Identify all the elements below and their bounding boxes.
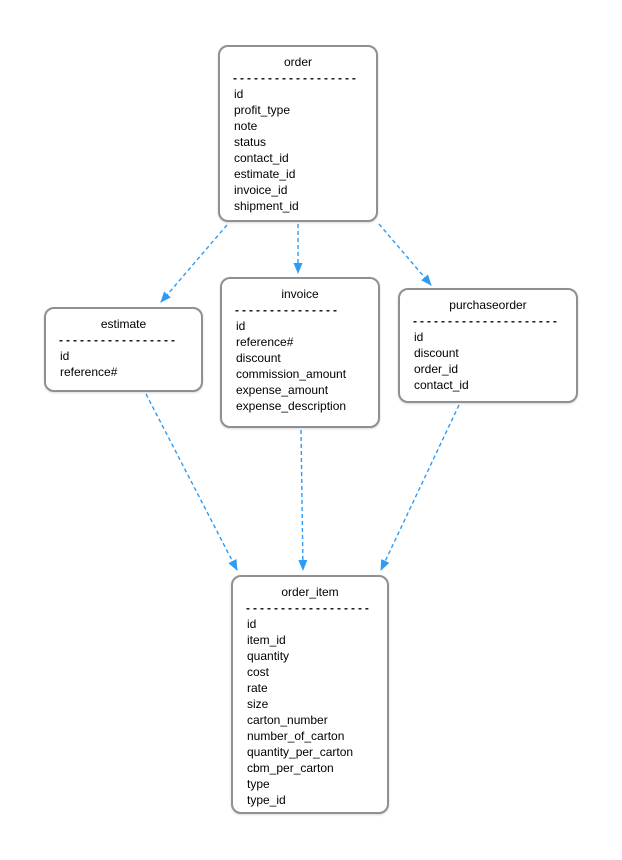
field-separator: --------------- <box>235 303 340 317</box>
table-field: discount <box>414 346 459 360</box>
table-field: rate <box>247 681 268 695</box>
table-field: quantity <box>247 649 290 663</box>
table-field: id <box>236 319 246 333</box>
table-title: purchaseorder <box>449 298 527 312</box>
table-field: status <box>234 135 267 149</box>
field-separator: ------------------ <box>233 71 359 85</box>
table-field: commission_amount <box>236 367 347 381</box>
table-order-item[interactable]: order_item ------------------ id item_id… <box>231 575 389 814</box>
table-field: expense_amount <box>236 383 329 397</box>
table-field: id <box>414 330 424 344</box>
edge-estimate-order_item <box>145 393 238 571</box>
table-field: id <box>247 617 257 631</box>
field-separator: ------------------ <box>246 601 372 615</box>
field-separator: ----------------- <box>59 333 178 347</box>
table-field: number_of_carton <box>247 729 345 743</box>
table-order[interactable]: order ------------------ id profit_type … <box>218 45 378 222</box>
table-field: contact_id <box>234 151 289 165</box>
edge-purchaseorder-order_item <box>380 404 460 571</box>
table-purchaseorder[interactable]: purchaseorder --------------------- id d… <box>398 288 578 403</box>
table-field: id <box>60 349 70 363</box>
field-separator: --------------------- <box>413 314 560 328</box>
edge-invoice-order_item <box>298 429 308 571</box>
edge-order-purchaseorder <box>378 223 432 286</box>
table-field: type <box>247 777 270 791</box>
table-field: reference# <box>60 365 118 379</box>
table-field: type_id <box>247 793 286 807</box>
table-field: discount <box>236 351 281 365</box>
table-title: estimate <box>100 317 147 331</box>
table-field: estimate_id <box>234 167 296 181</box>
table-field: order_id <box>414 362 459 376</box>
table-field: expense_description <box>236 399 347 413</box>
table-invoice[interactable]: invoice --------------- id reference# di… <box>220 277 380 428</box>
table-field: size <box>247 697 269 711</box>
table-field: invoice_id <box>234 183 288 197</box>
table-title: order_item <box>281 585 339 599</box>
table-field: cost <box>247 665 270 679</box>
table-title: order <box>283 55 312 69</box>
table-field: quantity_per_carton <box>247 745 354 759</box>
table-field: profit_type <box>234 103 291 117</box>
table-estimate[interactable]: estimate ----------------- id reference# <box>44 307 203 392</box>
table-field: carton_number <box>247 713 328 727</box>
edge-order-estimate <box>160 224 228 303</box>
table-field: contact_id <box>414 378 469 392</box>
table-field: item_id <box>247 633 286 647</box>
table-field: reference# <box>236 335 294 349</box>
table-title: invoice <box>281 287 319 301</box>
table-field: id <box>234 87 244 101</box>
table-field: cbm_per_carton <box>247 761 334 775</box>
table-field: note <box>234 119 258 133</box>
table-field: shipment_id <box>234 199 299 213</box>
